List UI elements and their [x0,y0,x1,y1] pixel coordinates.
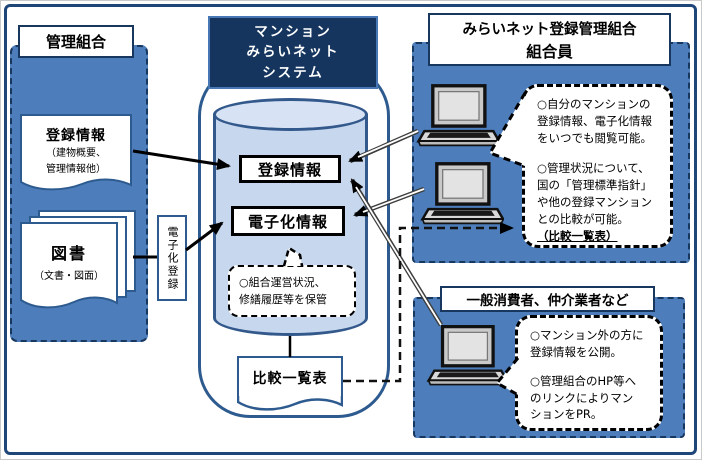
document-wave-edge [20,294,118,309]
registration-info-store-label: 登録情報 [257,160,322,179]
registration-info-doc-title: 登録情報 [46,128,106,144]
registration-info-doc-sub2: 管理情報他） [46,164,106,175]
members-bubble-line: ○自分のマンションの [537,97,651,111]
members-bubble-line: との比較が可能。 [537,212,629,226]
consumers-bubble-line: のリンクによりマン [530,390,634,405]
comparison-list-document: 比較一覧表 [237,356,343,411]
members-title-line1: みらいネット登録管理組合 [462,21,637,38]
document-wave-edge [20,176,132,191]
books-document: 図書 （文書・図面） [20,222,118,309]
members-bubble-line: をいつでも閲覧可能。 [537,131,652,145]
management-association-label: 管理組合 [45,33,106,51]
management-association-title: 管理組合 [18,25,134,58]
comparison-list-label: 比較一覧表 [252,371,328,387]
storage-callout-line1: ○組合運営状況、 [239,276,326,289]
members-title-box: みらいネット登録管理組合 組合員 [428,13,671,66]
system-title-line1: マンション [254,24,332,41]
laptop-icon [420,162,504,225]
members-bubble-line: や他の登録マンション [537,195,652,209]
digitized-info-store-box: 電子化情報 [231,206,345,236]
members-bubble-line: 国の「管理標準指針」 [537,178,652,192]
registration-info-doc-sub1: （建物概要、 [46,148,106,159]
system-title-line2: みらいネット [246,44,340,61]
storage-callout: ○組合運営状況、 修繕履歴等を保管 [228,265,356,317]
system-title-box: マンション みらいネット システム [208,16,378,89]
system-title-line3: システム [262,64,324,81]
digitized-info-store-label: 電子化情報 [247,212,328,231]
members-speech-bubble: ○自分のマンションの 登録情報、電子化情報 をいつでも閲覧可能。 ○管理状況につ… [522,84,673,248]
comparison-list-reference: （比較一覧表） [537,229,618,243]
consumers-speech-bubble: ○マンション外の方に 登録情報を公開。 ○管理組合のHP等へ のリンクによりマン… [515,315,663,431]
consumers-bubble-line: ○管理組合のHP等へ [530,374,637,388]
members-bubble-line: 登録情報、電子化情報 [537,114,652,128]
laptop-icon [416,84,500,147]
books-doc-sub: （文書・図面） [34,271,104,282]
members-bubble-line: ○管理状況について、 [537,161,650,175]
registration-info-store-box: 登録情報 [239,155,341,183]
consumers-bubble-line: ○マンション外の方に [530,328,644,342]
consumers-title-label: 一般消費者、仲介業者など [466,293,629,309]
digitize-registration-label-box: 電子化登録 [157,215,187,301]
digitize-registration-label: 電子化登録 [166,225,179,291]
storage-callout-line2: 修繕履歴等を保管 [239,293,327,306]
books-doc-title: 図書 [50,244,87,263]
consumers-bubble-line: ションをPR。 [530,407,603,421]
laptop-icon [426,325,510,386]
members-title-line2: 組合員 [526,42,573,61]
document-wave-edge [237,396,343,411]
consumers-bubble-line: 登録情報を公開。 [530,344,622,359]
database-cylinder-top [213,98,368,131]
consumers-title-box: 一般消費者、仲介業者など [440,286,655,312]
registration-info-document: 登録情報 （建物概要、 管理情報他） [20,114,132,191]
